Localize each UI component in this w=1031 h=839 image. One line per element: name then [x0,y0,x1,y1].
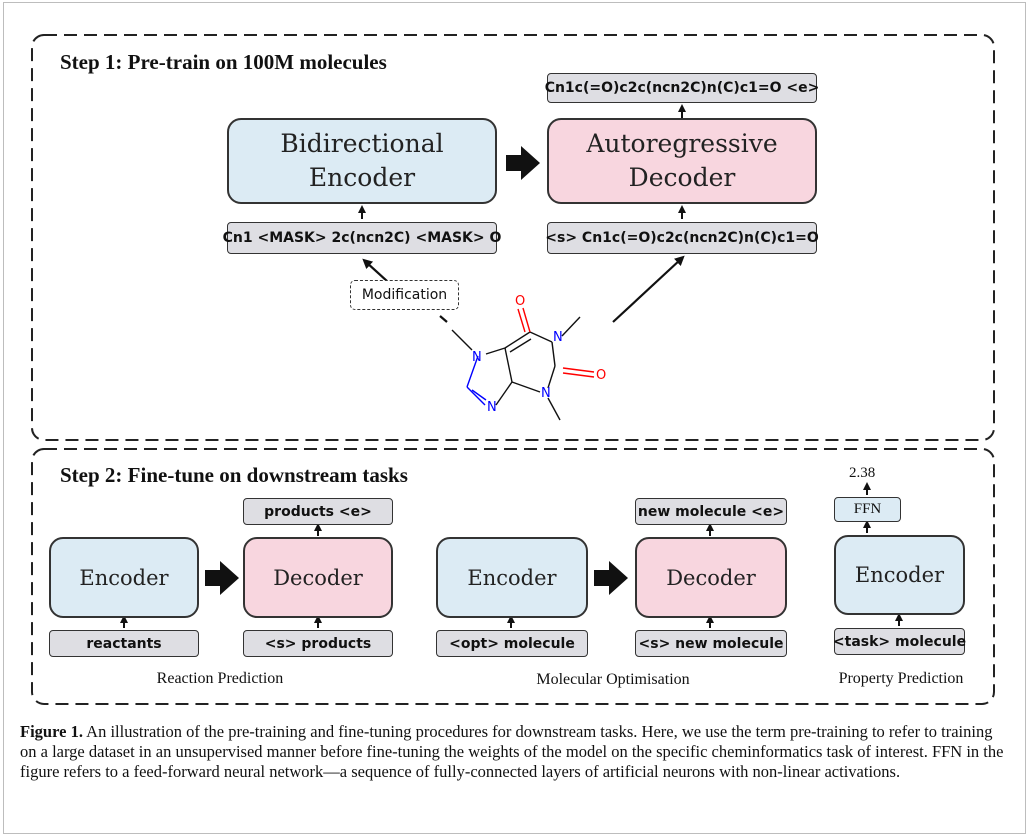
figure-caption: Figure 1. An illustration of the pre-tra… [20,722,1010,782]
atom-o-top: O [515,294,525,309]
optimisation-decoder-input: <s> new molecule [635,630,787,657]
molecule-atom-labels: O O N N N N [472,294,606,415]
optimisation-decoder-output: new molecule <e> [635,498,787,525]
property-prediction-label: Property Prediction [838,670,964,687]
step1-encoder-input: Cn1 <MASK> 2c(ncn2C) <MASK> O [223,222,501,254]
autoregressive-decoder-line2: Decoder [628,163,736,192]
molecule-to-modification-arrow [439,315,448,323]
caption-text: An illustration of the pre-training and … [20,722,1004,781]
bidirectional-encoder-line2: Encoder [308,163,416,192]
atom-n1: N [553,330,563,345]
molecular-optimisation-label: Molecular Optimisation [536,671,690,688]
property-encoder-box: Encoder [834,535,965,615]
property-encoder-label: Encoder [854,563,945,587]
step1-title: Step 1: Pre-train on 100M molecules [60,50,387,74]
caption-label: Figure 1. [20,722,83,741]
step1-panel [31,34,995,441]
step1-decoder-input: <s> Cn1c(=O)c2c(ncn2C)n(C)c1=O [545,222,819,254]
step2-title: Step 2: Fine-tune on downstream tasks [60,463,408,487]
reaction-decoder-output: products <e> [243,498,393,525]
atom-n7: N [472,350,482,365]
modification-to-encoder-arrow [362,258,389,283]
reaction-decoder-input: <s> products [243,630,393,657]
autoregressive-decoder-box: Autoregressive Decoder [547,118,817,204]
reaction-prediction-label: Reaction Prediction [156,670,284,687]
step1-block-arrow [506,146,540,180]
atom-n9: N [487,400,497,415]
reaction-encoder-input: reactants [49,630,199,657]
property-encoder-input: <task> molecule [833,628,966,655]
property-output-value: 2.38 [849,465,876,481]
reaction-decoder-box: Decoder [243,537,393,618]
step1-up-arrows [358,104,686,219]
step2-panel [31,448,995,705]
optimisation-encoder-box: Encoder [436,537,588,618]
step2-up-arrows [120,482,903,628]
caffeine-molecule [451,307,595,421]
atom-o-right: O [596,368,606,383]
figure-frame [3,2,1026,834]
atom-n3: N [541,386,551,401]
bidirectional-encoder-line1: Bidirectional [280,129,444,158]
optimisation-decoder-label: Decoder [666,565,756,590]
optimisation-decoder-box: Decoder [635,537,787,618]
molecule-to-decoder-arrow [612,255,685,323]
modification-box: Modification [350,280,459,310]
reaction-block-arrow [205,561,239,595]
ffn-box: FFN [834,497,901,522]
reaction-decoder-label: Decoder [273,565,363,590]
autoregressive-decoder-line1: Autoregressive [586,129,778,158]
optimisation-encoder-label: Encoder [467,565,557,590]
optimisation-block-arrow [594,561,628,595]
step1-decoder-output: Cn1c(=O)c2c(ncn2C)n(C)c1=O <e> [545,73,819,103]
optimisation-encoder-input: <opt> molecule [436,630,588,657]
reaction-encoder-label: Encoder [79,565,169,590]
bidirectional-encoder-box: Bidirectional Encoder [227,118,497,204]
reaction-encoder-box: Encoder [49,537,199,618]
